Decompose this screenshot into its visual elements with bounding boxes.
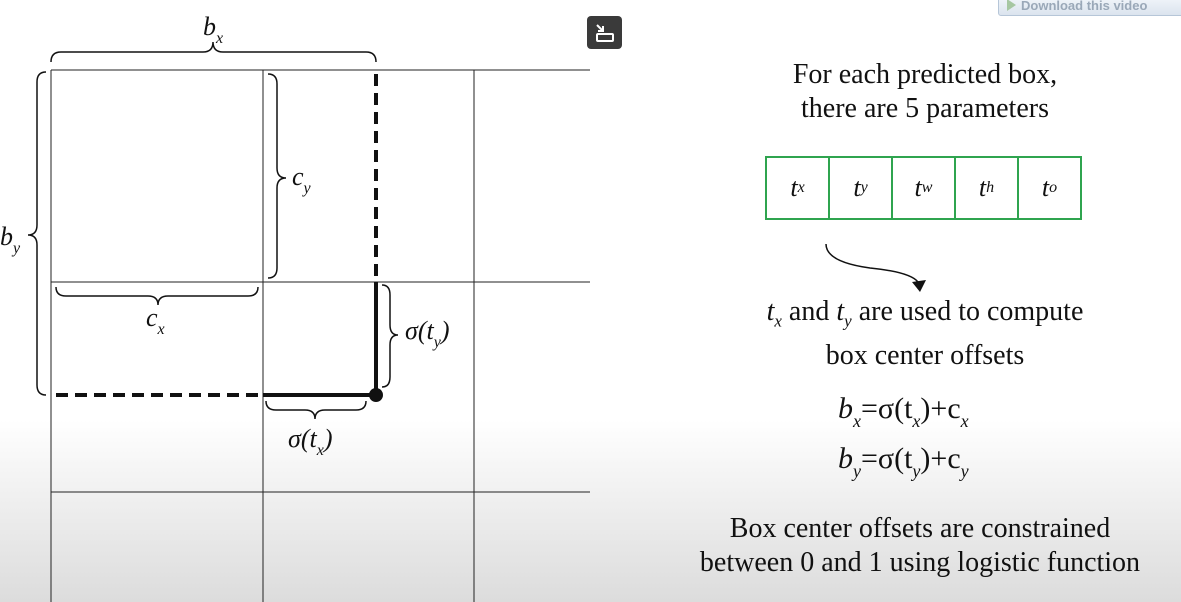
by-brace (27, 71, 47, 396)
heading-line-1: For each predicted box, (792, 59, 1058, 90)
download-video-label: Download this video (1021, 0, 1148, 13)
heading-line-2: there are 5 parameters (801, 93, 1049, 124)
sigma-ty-brace (381, 284, 399, 388)
bx-brace (50, 41, 377, 63)
cx-label: cx (146, 303, 165, 338)
exit-fullscreen-button[interactable] (587, 16, 622, 49)
formula-bx: bx=σ(tx)+cx (838, 392, 969, 431)
download-video-button[interactable]: Download this video (998, 0, 1181, 16)
sigma-tx-label: σ(tx) (288, 424, 333, 459)
usage-line-2: box center offsets (825, 339, 1025, 371)
predicted-center-point (369, 388, 383, 402)
sigma-tx-brace (265, 400, 367, 420)
footer-line-2: between 0 and 1 using logistic function (699, 547, 1141, 578)
cx-brace (55, 286, 259, 306)
bx-label: bx (203, 12, 224, 47)
usage-line-1: tx and ty are used to compute (766, 296, 1084, 331)
grid-lines (50, 69, 590, 602)
play-icon (1007, 0, 1016, 11)
footer-line-1: Box center offsets are constrained (729, 513, 1111, 544)
by-label: by (0, 222, 21, 257)
exit-fullscreen-icon (595, 23, 614, 42)
arrow-head (912, 280, 926, 292)
curved-arrow (825, 243, 919, 283)
slide-heading: For each predicted box, there are 5 para… (720, 58, 1130, 126)
cy-label: cy (292, 162, 311, 197)
sigma-ty-label: σ(ty) (405, 316, 450, 351)
formula-by: by=σ(ty)+cy (838, 442, 969, 481)
usage-text: tx and ty are used to compute box center… (700, 295, 1150, 373)
grid-diagram (27, 41, 590, 602)
footer-text: Box center offsets are constrained betwe… (660, 512, 1180, 580)
cy-brace (267, 73, 287, 279)
